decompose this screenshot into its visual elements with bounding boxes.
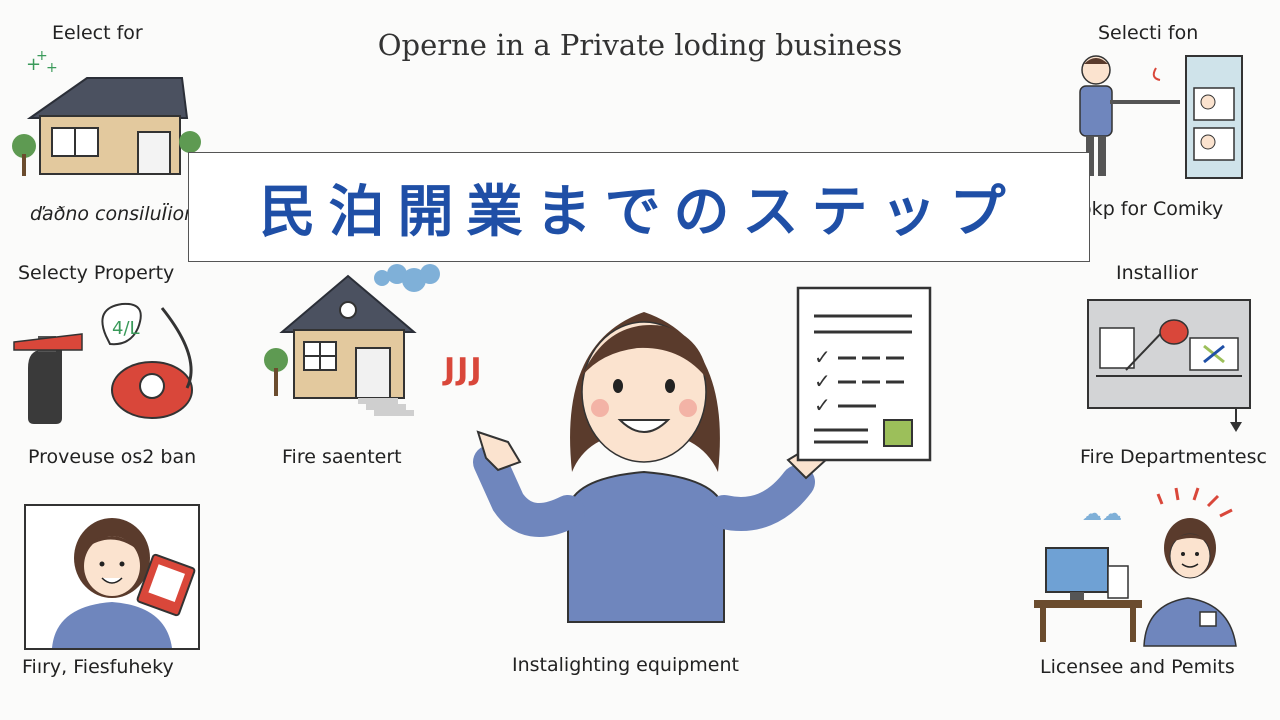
- label-fire-saentert: Fire saentert: [282, 446, 402, 468]
- svg-text:✓: ✓: [814, 369, 831, 393]
- page-title: Operne in a Private loding business: [377, 28, 903, 62]
- label-top-right: Selecti fon: [1098, 22, 1199, 44]
- svg-text:☁☁: ☁☁: [1082, 501, 1122, 525]
- label-license: Licensee and Pemits: [1040, 656, 1235, 678]
- label-proveuse: Proveuse os2 ban: [28, 446, 197, 468]
- title-banner: 民泊開業までのステップ: [188, 152, 1090, 262]
- label-fiery: Fiıry, Fiesfuheky: [22, 656, 174, 678]
- speech-marks: JJJ: [444, 352, 484, 387]
- svg-text:+: +: [26, 54, 41, 75]
- checklist-document-icon: ✓ ✓ ✓: [796, 286, 932, 462]
- installation-board-icon: [1087, 299, 1251, 432]
- label-fire-department: Fire Departmentesc: [1080, 446, 1267, 468]
- label-top-left: Eelect for: [52, 22, 143, 44]
- licensee-workstation-icon: ☁☁: [1034, 487, 1237, 647]
- label-install-equipment: Instalighting equipment: [512, 654, 739, 676]
- svg-text:✓: ✓: [814, 393, 831, 417]
- house-icon: + + +: [12, 48, 201, 176]
- label-sokp: Sokp for Comiky: [1068, 198, 1224, 220]
- bubble-text: 4/L: [112, 318, 140, 339]
- person-framed-photo: [24, 504, 200, 650]
- svg-text:✓: ✓: [814, 345, 831, 369]
- svg-text:+: +: [46, 60, 58, 76]
- label-consultation: ďaðno consiluÏion: [30, 203, 197, 225]
- fire-extinguisher-icon: 4/L: [13, 302, 193, 424]
- svg-text:+: +: [36, 48, 48, 64]
- woman-explaining-illustration: [473, 312, 830, 623]
- label-select-property: Selecty Property: [18, 262, 175, 284]
- house-with-stairs-icon: [264, 264, 440, 416]
- banner-text: 民泊開業までのステップ: [259, 179, 1019, 245]
- label-installior: Installior: [1116, 262, 1198, 284]
- inspection-pointer-icon: [1079, 55, 1243, 179]
